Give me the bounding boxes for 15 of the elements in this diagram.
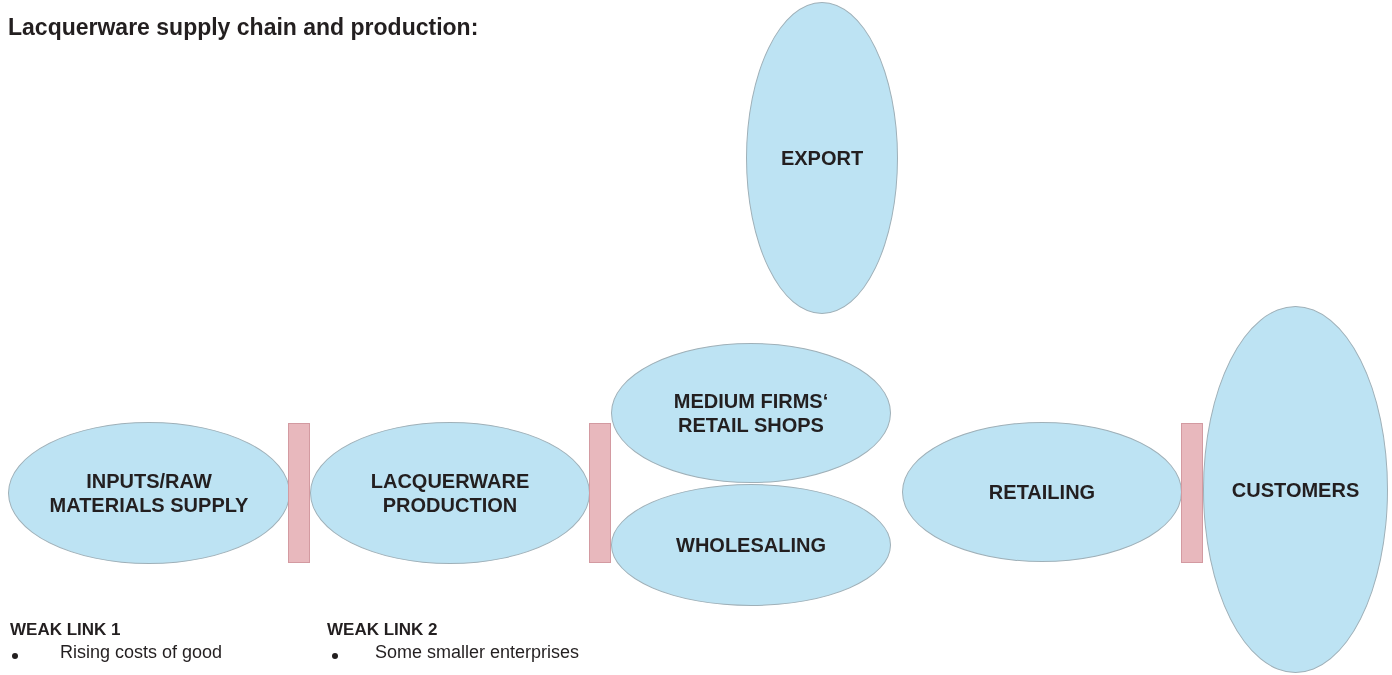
- stage-label: INPUTS/RAW MATERIALS SUPPLY: [48, 469, 250, 517]
- stage-label: RETAILING: [987, 480, 1097, 504]
- diagram-title: Lacquerware supply chain and production:: [8, 14, 479, 41]
- weak-link-bar: [589, 423, 611, 563]
- weak-link-heading: WEAK LINK 1: [10, 620, 121, 640]
- weak-link-bar: [1181, 423, 1203, 563]
- stage-label: MEDIUM FIRMS‘ RETAIL SHOPS: [672, 389, 830, 437]
- weak-link-point: Rising costs of good: [60, 642, 223, 663]
- stage-label: WHOLESALING: [675, 533, 827, 557]
- stage-label: EXPORT: [779, 146, 865, 170]
- weak-link-heading: WEAK LINK 2: [327, 620, 438, 640]
- stage-label: CUSTOMERS: [1230, 477, 1361, 502]
- weak-link-point: Some smaller enterprises: [375, 642, 580, 663]
- stage-label: LACQUERWARE PRODUCTION: [369, 469, 531, 517]
- weak-link-bar: [288, 423, 310, 563]
